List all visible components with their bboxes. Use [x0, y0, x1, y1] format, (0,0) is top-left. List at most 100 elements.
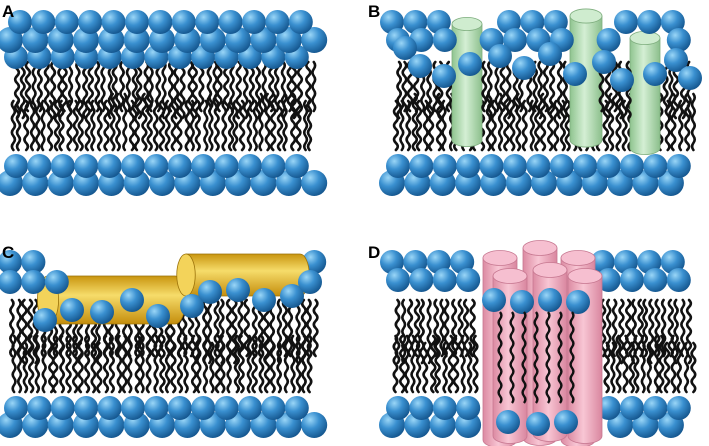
lipid-headgroup	[301, 412, 328, 438]
lipid-tail	[216, 60, 223, 113]
lipid-headgroup	[275, 27, 302, 53]
lipid-tail	[469, 298, 476, 358]
lipid-tail	[407, 298, 414, 358]
lipid-headgroup	[526, 154, 551, 178]
lipid-tail	[684, 92, 691, 152]
lipid-tail	[41, 334, 47, 394]
panel-c	[0, 250, 328, 438]
lipid-headgroup	[458, 52, 482, 76]
lipid-tail	[394, 298, 401, 365]
lipid-tail	[202, 298, 209, 365]
lipid-tail	[31, 60, 37, 113]
helix-cylinder-top	[629, 30, 661, 45]
lipid-headgroup	[280, 284, 304, 308]
lipid-headgroup	[503, 154, 527, 178]
lipid-tail	[173, 60, 180, 120]
lipid-headgroup	[90, 300, 114, 324]
lipid-tail	[194, 99, 201, 152]
lipid-headgroup	[238, 154, 262, 178]
lipid-headgroup	[512, 56, 536, 80]
lipid-headgroup	[218, 10, 243, 34]
lipid-tail	[225, 298, 233, 365]
lipid-headgroup	[456, 396, 481, 420]
lipid-headgroup	[678, 66, 702, 90]
lipid-tail	[490, 99, 497, 152]
lipid-headgroup	[455, 412, 482, 438]
lipid-headgroup	[148, 10, 173, 34]
lipid-headgroup	[97, 154, 122, 178]
lipid-tail	[187, 60, 194, 113]
lipid-tail	[653, 334, 660, 394]
lipid-tail	[462, 298, 470, 358]
lipid-tail	[82, 60, 89, 120]
lipid-tail	[497, 311, 503, 404]
lipid-tail	[48, 341, 55, 394]
lipid-headgroup	[503, 28, 527, 52]
lipid-headgroup	[386, 154, 410, 178]
lipid-tail	[168, 60, 174, 113]
panel-label-d: D	[368, 243, 380, 262]
lipid-headgroup	[78, 10, 103, 34]
lipid-tail	[261, 60, 267, 113]
lipid-tail	[290, 92, 297, 152]
lipid-headgroup	[73, 170, 99, 196]
lipid-tail	[422, 99, 429, 152]
lipid-headgroup	[226, 278, 250, 302]
lipid-tail	[427, 99, 435, 152]
lipid-tail	[668, 60, 674, 120]
lipid-tail	[306, 298, 312, 358]
lipid-headgroup	[510, 290, 534, 314]
lipid-tail	[680, 298, 686, 358]
lipid-tail	[243, 298, 250, 358]
helix-cylinder-top	[532, 262, 568, 278]
lipid-headgroup	[97, 396, 122, 420]
lipid-tail	[128, 99, 136, 152]
lipid-headgroup	[261, 396, 286, 420]
lipid-headgroup	[171, 10, 196, 34]
lipid-headgroup	[27, 154, 52, 178]
lipid-tail	[191, 60, 198, 120]
lipid-headgroup	[479, 154, 504, 178]
lipid-headgroup	[409, 396, 434, 420]
lipid-tail	[392, 99, 400, 152]
lipid-headgroup	[643, 62, 667, 86]
lipid-headgroup	[456, 268, 481, 292]
lipid-tail	[503, 92, 510, 152]
lipid-headgroup	[101, 10, 126, 34]
lipid-headgroup	[74, 154, 99, 178]
lipid-headgroup	[573, 154, 598, 178]
lipid-tail	[26, 298, 34, 358]
lipid-tail	[206, 298, 213, 365]
lipid-tail	[399, 334, 406, 394]
lipid-headgroup	[33, 308, 57, 332]
lipid-tail	[466, 341, 473, 394]
panel-label-c: C	[2, 243, 14, 262]
lipid-headgroup	[563, 62, 587, 86]
lipid-tail	[221, 99, 228, 152]
lipid-tail	[116, 334, 123, 394]
lipid-tail	[119, 60, 125, 113]
lipid-tail	[84, 99, 91, 152]
lipid-tail	[631, 298, 637, 365]
lipid-tail	[183, 334, 189, 394]
lipid-headgroup	[664, 48, 688, 72]
lipid-headgroup	[195, 10, 220, 34]
lipid-headgroup	[50, 154, 75, 178]
lipid-tail	[415, 334, 422, 394]
lipid-tail	[208, 92, 214, 152]
lipid-tail	[282, 92, 288, 152]
lipid-tail	[179, 60, 186, 120]
lipid-tail	[305, 60, 312, 113]
lipid-tail	[143, 60, 150, 113]
lipid-tail	[237, 298, 244, 358]
lipid-headgroup	[432, 154, 457, 178]
lipid-tail	[673, 298, 679, 365]
lipid-tail	[280, 60, 287, 120]
lipid-headgroup	[596, 154, 621, 178]
lipid-headgroup	[301, 27, 328, 53]
lipid-tail	[553, 99, 560, 152]
lipid-headgroup	[284, 396, 309, 420]
lipid-tail	[131, 60, 138, 120]
lipid-tail	[615, 92, 622, 152]
lipid-tail	[433, 298, 440, 358]
